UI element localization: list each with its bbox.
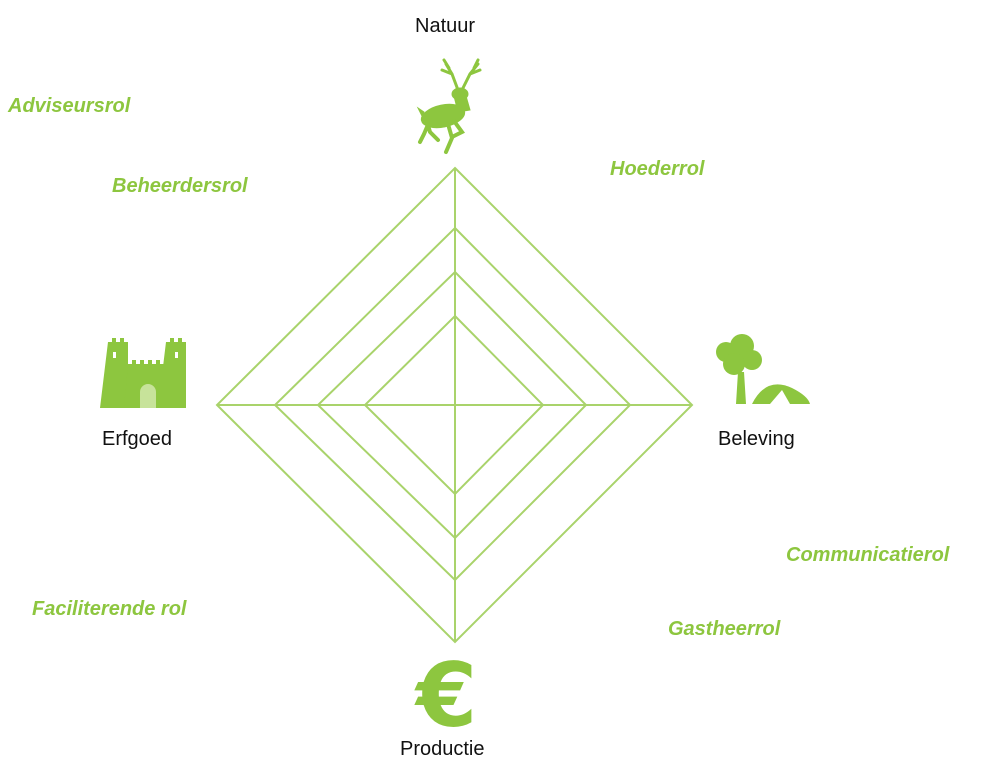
role-communicatierol: Communicatierol (786, 544, 950, 566)
role-faciliterende-rol: Faciliterende rol (32, 598, 187, 620)
castle-icon (100, 338, 186, 408)
axis-label-productie: Productie (400, 738, 485, 760)
role-beheerdersrol: Beheerdersrol (112, 175, 248, 197)
tree-and-tent-icon (716, 334, 810, 404)
role-adviseursrol: Adviseursrol (8, 95, 131, 117)
role-hoederrol: Hoederrol (610, 158, 705, 180)
axis-label-beleving: Beleving (718, 428, 795, 450)
axis-label-erfgoed: Erfgoed (102, 428, 173, 450)
euro-icon: € (416, 644, 478, 747)
deer-icon (416, 58, 482, 154)
role-gastheerrol: Gastheerrol (668, 618, 781, 640)
axis-label-natuur: Natuur (415, 15, 476, 37)
